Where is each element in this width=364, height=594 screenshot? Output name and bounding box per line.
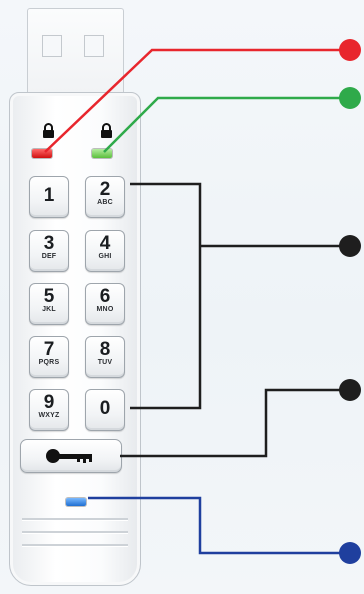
key-letters: PQRS — [38, 359, 60, 366]
key-number: 6 — [99, 286, 111, 307]
key-letters: ABC — [97, 199, 113, 206]
key-button[interactable] — [20, 439, 122, 473]
grip-ridge — [22, 544, 128, 547]
keypad-key-3[interactable]: 3 DEF — [29, 230, 69, 272]
green-led-indicator — [92, 149, 112, 158]
grip-ridge — [22, 518, 128, 521]
keypad-key-1[interactable]: 1 — [29, 176, 69, 218]
keypad-key-2[interactable]: 2 ABC — [85, 176, 125, 218]
usb-connector — [27, 8, 124, 93]
drive-body: 1 2 ABC 3 DEF 4 GHI 5 JKL 6 MNO 7 PQRS 8… — [9, 92, 141, 586]
grip-ridge — [22, 531, 128, 534]
key-letters: WXYZ — [38, 412, 60, 419]
callout-dot-green — [339, 87, 361, 109]
key-number: 5 — [43, 286, 55, 307]
key-icon — [46, 449, 92, 463]
callout-dot-keypad — [339, 235, 361, 257]
key-number: 4 — [99, 233, 111, 254]
callout-dot-blue — [339, 542, 361, 564]
key-letters: JKL — [42, 306, 56, 313]
blue-led-indicator — [66, 498, 86, 506]
key-number: 1 — [43, 185, 55, 206]
keypad-key-7[interactable]: 7 PQRS — [29, 336, 69, 378]
key-number: 7 — [43, 339, 55, 360]
key-letters: GHI — [98, 253, 112, 260]
keypad-key-0[interactable]: 0 — [85, 389, 125, 431]
keypad-key-9[interactable]: 9 WXYZ — [29, 389, 69, 431]
padlock-icon — [43, 123, 54, 138]
callout-line-blue-led — [88, 496, 348, 555]
callout-line-green-led — [103, 96, 348, 153]
key-letters: DEF — [41, 253, 57, 260]
keypad-key-8[interactable]: 8 TUV — [85, 336, 125, 378]
key-number: 9 — [43, 392, 55, 413]
callout-line-red-led — [44, 48, 348, 153]
keypad-key-6[interactable]: 6 MNO — [85, 283, 125, 325]
padlock-icon — [101, 123, 112, 138]
key-number: 3 — [43, 233, 55, 254]
key-number: 2 — [99, 179, 111, 200]
key-letters: MNO — [96, 306, 114, 313]
callout-bracket-keypad — [130, 182, 202, 410]
connector-slot — [84, 35, 104, 57]
keypad-key-4[interactable]: 4 GHI — [85, 230, 125, 272]
connector-slot — [42, 35, 62, 57]
callout-line-key-button — [120, 388, 348, 458]
callout-dot-red — [339, 39, 361, 61]
keypad-key-5[interactable]: 5 JKL — [29, 283, 69, 325]
red-led-indicator — [32, 149, 52, 158]
key-number: 0 — [99, 398, 111, 419]
callout-dot-key-button — [339, 379, 361, 401]
key-number: 8 — [99, 339, 111, 360]
key-letters: TUV — [97, 359, 113, 366]
